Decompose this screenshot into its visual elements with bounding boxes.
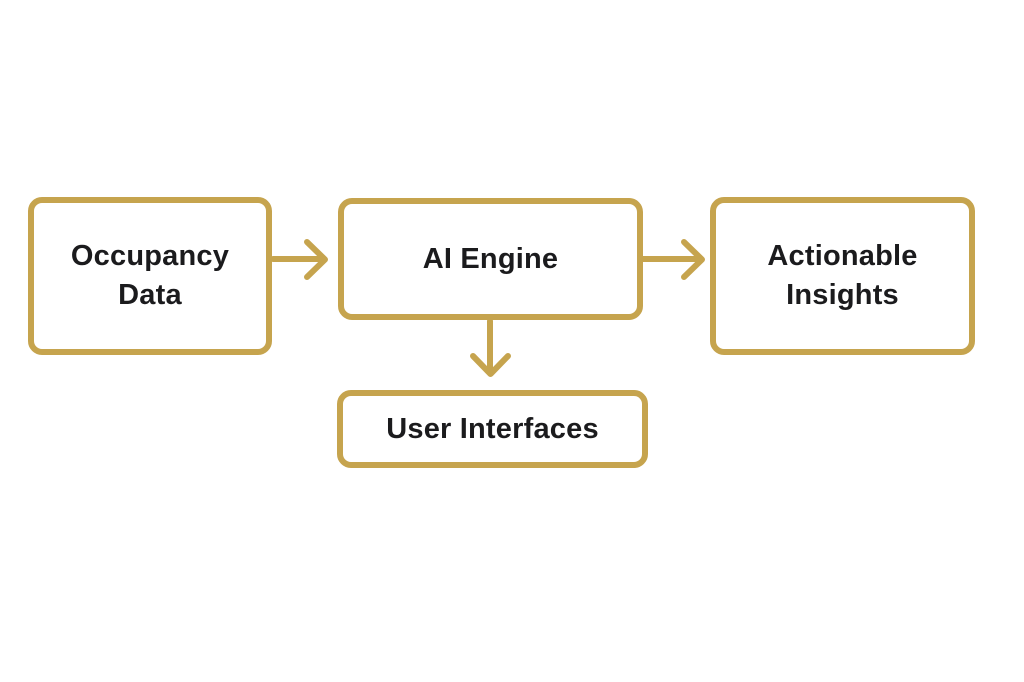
node-label: Occupancy Data xyxy=(70,240,230,311)
node-occupancy-data: Occupancy Data xyxy=(28,197,272,355)
arrow-ai-engine-to-actionable-insights xyxy=(640,239,705,280)
arrow-ai-engine-to-user-interfaces xyxy=(470,318,511,377)
node-user-interfaces: User Interfaces xyxy=(337,390,648,468)
node-ai-engine: AI Engine xyxy=(338,198,643,320)
arrow-occupancy-to-ai-engine xyxy=(270,239,328,280)
node-actionable-insights: Actionable Insights xyxy=(710,197,975,355)
node-label: User Interfaces xyxy=(386,412,599,445)
node-label: AI Engine xyxy=(422,242,559,275)
node-label: Actionable Insights xyxy=(767,240,918,311)
